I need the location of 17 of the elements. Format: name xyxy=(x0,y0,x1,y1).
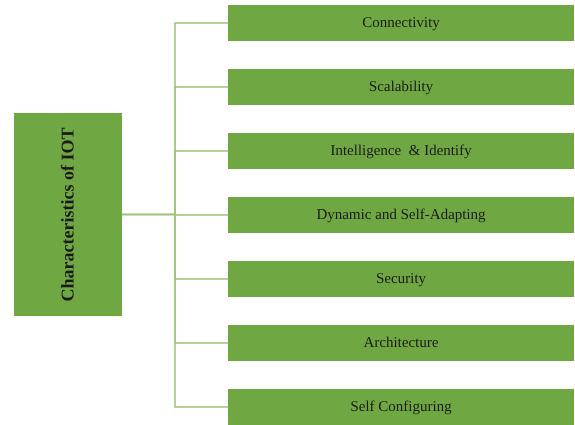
characteristic-box xyxy=(228,261,574,297)
characteristic-box xyxy=(228,325,574,361)
characteristic-box xyxy=(228,197,574,233)
root-title: Characteristics of IOT xyxy=(58,128,78,302)
characteristic-box xyxy=(228,69,574,105)
box-label: Connectivity xyxy=(362,14,440,32)
characteristic-box xyxy=(228,389,574,425)
characteristic-box xyxy=(228,133,574,169)
box-label: Security xyxy=(376,270,426,288)
root-box xyxy=(14,113,122,316)
box-label: Scalability xyxy=(368,78,434,96)
box-label: Architecture xyxy=(364,334,438,352)
box-label: Dynamic and Self-Adapting xyxy=(316,206,486,224)
box-label: Intelligence & Identify xyxy=(330,142,472,160)
box-label: Self Configuring xyxy=(350,398,452,416)
characteristic-box xyxy=(228,5,574,41)
connector-line xyxy=(122,214,228,408)
